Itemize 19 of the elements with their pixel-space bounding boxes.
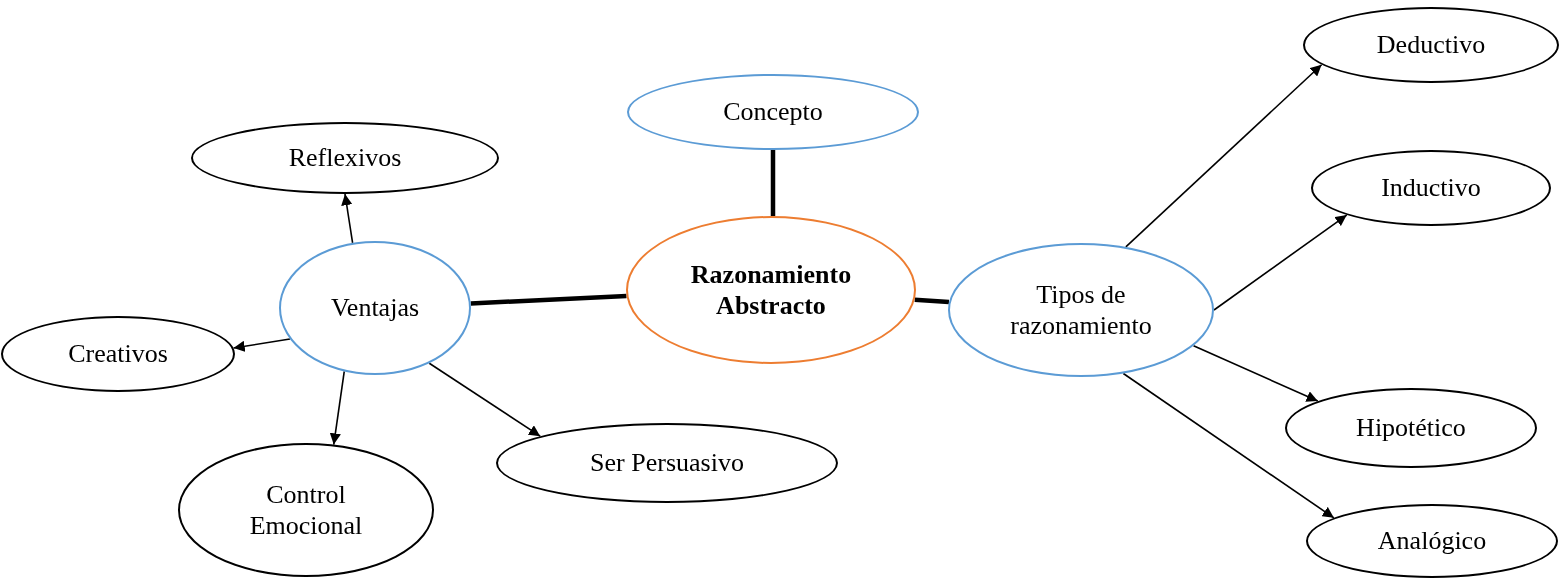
connector-line (470, 293, 627, 306)
arrow (1192, 344, 1319, 402)
node-label: Reflexivos (288, 142, 402, 174)
node-label: Ser Persuasivo (590, 447, 744, 479)
connector-line (914, 297, 950, 305)
arrow (428, 362, 541, 437)
arrow (341, 193, 354, 244)
connector-line (770, 150, 776, 216)
node-label: Inductivo (1381, 172, 1481, 204)
node-label: Tipos de razonamiento (1009, 278, 1153, 342)
node-label: Razonamiento Abstracto (689, 258, 853, 322)
node-label: Control Emocional (248, 478, 364, 542)
node-label: Creativos (68, 338, 168, 370)
node-label: Deductivo (1376, 29, 1486, 61)
arrow (1213, 214, 1348, 311)
node-label: Hipotético (1356, 412, 1466, 444)
node-label: Concepto (723, 96, 823, 128)
node-label: Ventajas (330, 292, 420, 324)
node-label: Analógico (1377, 525, 1487, 557)
